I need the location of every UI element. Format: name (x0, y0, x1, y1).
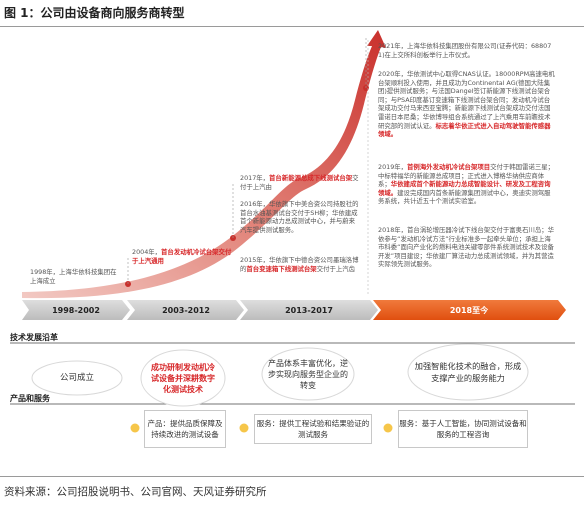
product-box-3: 服务：基于人工智能，协同测试设备和服务的工程咨询 (398, 410, 528, 448)
era-bar-2018 (373, 300, 566, 320)
product-dot-1 (130, 423, 140, 433)
note-2020: 2020年，华依测试中心取得CNAS认证。18000RPM高速电机台架顺利投入使… (378, 70, 556, 139)
era-bar-2003-2012 (127, 300, 244, 320)
tech-bubble-1: 公司成立 (59, 373, 94, 383)
bottom-rule (0, 476, 584, 477)
product-box-1: 产品：提供品质保障及持续改进的测试设备 (144, 410, 226, 448)
era-label-1998-2002: 1998-2002 (52, 306, 100, 315)
note-2015-highlight: 首台变速箱下线测试台架 (246, 264, 317, 273)
tech-bubble-3: 产品体系丰富优化，逆步实现向服务型企业的转变 (268, 358, 348, 390)
note-2021: 2021年，上海华依科技集团股份有限公司(证券代码：688071)在上交所科创板… (378, 42, 552, 59)
note-2019-middle: 交付于韩国雷诺三星；中标特福华的新能源总成项目；正式进入博格华纳供应商体系； (378, 163, 555, 189)
note-2019-highlight-2: 华依建成首个新能源动力总成智能设计、研发及工程咨询领域。 (378, 180, 551, 197)
note-2020-body: 2020年，华依测试中心取得CNAS认证。18000RPM高速电机台架顺利投入使… (378, 70, 555, 130)
product-dot-2 (239, 423, 249, 433)
note-2017-highlight: 首台新能源总成下线测试台架 (269, 174, 353, 182)
section-label-product: 产品和服务 (10, 394, 50, 403)
note-1998: 1998年，上海华依科技集团在上海成立 (30, 268, 117, 285)
era-label-2018: 2018至今 (450, 305, 488, 315)
era-bar-1998-2002 (22, 300, 130, 320)
note-2004-highlight: 首台发动机冷试台架交付于上汽通用 (132, 248, 232, 265)
note-2019-suffix: 建设完成国内首条新能源集团测试中心，奥迪实测驾服务系统，共计近五十个测试实验室。 (378, 188, 551, 206)
top-rule (0, 26, 584, 27)
note-2015: 2015年，华依旗下中德合资公司墨瑞洛博的首台变速箱下线测试台架交付于上汽齿 (240, 256, 360, 273)
tech-bubble-4: 加强智能化技术的融合，形成支撑产业的服务能力 (414, 361, 522, 383)
note-2016: 2016年，华依旗下中美合资公司持股社的首台水油基测试台交付于SH柳；华依建成首… (240, 200, 359, 234)
tech-bubble-1-shape (31, 360, 123, 396)
figure-title: 图 1：公司由设备商向服务商转型 (4, 6, 185, 20)
tech-bubble-4-shape (407, 343, 529, 401)
note-2019-highlight-1: 首例海外发动机冷试台架项目 (407, 163, 491, 171)
note-2017-suffix: 交付于上汽由 (240, 174, 359, 191)
note-2017-prefix: 2017年， (240, 174, 270, 182)
note-2018: 2018年，首台涡轮增压器冷试下线台架交付于富奥石川岛；华依参与“发动机冷试方法… (378, 226, 555, 269)
note-2019-prefix: 2019年， (378, 163, 408, 171)
note-2004: 2004年，首台发动机冷试台架交付于上汽通用 (132, 248, 232, 265)
tech-bubble-3-shape (261, 347, 355, 401)
era-bar-2013-2017 (240, 300, 378, 320)
tech-bubble-2: 成功研制发动机冷试设备并深耕数字化测试技术 (151, 362, 215, 394)
source-note: 资料来源：公司招股说明书、公司官网、天风证券研究所 (4, 486, 267, 498)
note-2015-suffix: 交付于上汽齿 (316, 264, 356, 273)
era-label-2003-2012: 2003-2012 (162, 306, 210, 315)
note-2015-prefix: 2015年，华依旗下中德合资公司墨瑞洛博的 (240, 256, 359, 273)
era-label-2013-2017: 2013-2017 (285, 306, 333, 315)
note-2004-prefix: 2004年， (132, 248, 162, 256)
product-dot-3 (383, 423, 393, 433)
section-label-tech: 技术发展沿革 (10, 333, 58, 342)
product-box-2: 服务：提供工程试验和结果验证的测试服务 (254, 414, 372, 444)
note-2020-highlight: 标志着华依正式进入自动驾驶智能传感器领域。 (378, 121, 551, 139)
note-2019: 2019年，首例海外发动机冷试台架项目交付于韩国雷诺三星；中标特福华的新能源总成… (378, 163, 556, 206)
note-2017: 2017年，首台新能源总成下线测试台架交付于上汽由 (240, 174, 360, 191)
tech-bubble-2-shape (140, 349, 226, 407)
